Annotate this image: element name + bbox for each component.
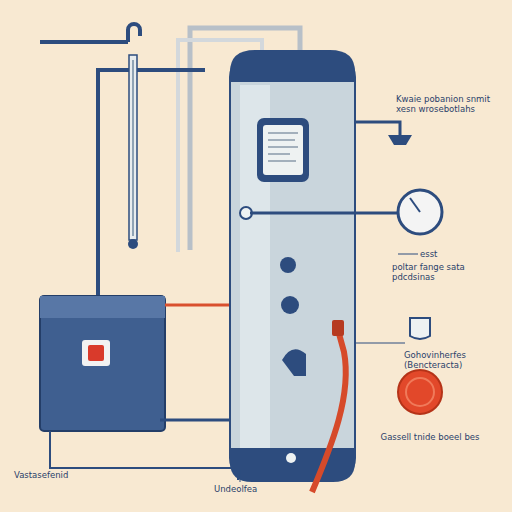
gauge-needle (410, 198, 420, 212)
callout-label: Kwaie pobanion snmit xesn wrosebotlahs (396, 94, 508, 114)
pressure-gauge (398, 190, 442, 234)
display-screen (263, 125, 303, 175)
control-knob (281, 296, 299, 314)
tank-base (230, 448, 355, 482)
ground-wire (50, 431, 238, 480)
callout-label: Gassell tnide boeel bes (380, 432, 480, 442)
control-box (40, 296, 165, 431)
cup-fitting (410, 318, 430, 339)
return-pipe (98, 70, 205, 296)
callout-label: Undeolfea (214, 484, 304, 494)
switch-plate (82, 340, 110, 366)
tank-cap (230, 50, 355, 82)
thermostat-knob (280, 257, 296, 273)
callout-label: Vastasefenid (14, 470, 104, 480)
callout-label: Gohovinherfes (Bencteracta) (404, 350, 504, 370)
hook-pipe (40, 24, 140, 42)
red-hose (312, 330, 346, 492)
drain-valve (286, 453, 296, 463)
control-box-top (40, 296, 165, 318)
callout-label: esst (420, 249, 480, 259)
drain-pipe (160, 419, 232, 422)
power-wire (165, 304, 240, 307)
gauge-pipe (250, 212, 400, 215)
hose-nozzle (332, 320, 344, 336)
hot-pipe (355, 122, 400, 135)
red-cap (398, 370, 442, 414)
red-cap-ring (406, 378, 434, 406)
callout-label: poltar fange sata pdcdsinas (392, 262, 502, 282)
element-core (132, 60, 134, 236)
tank-body (230, 55, 355, 480)
display-frame (257, 118, 309, 182)
shower-head (388, 135, 412, 145)
red-switch (88, 345, 104, 361)
outlet-valve (282, 349, 306, 376)
element-bulb (128, 239, 138, 249)
heating-element (129, 55, 137, 240)
